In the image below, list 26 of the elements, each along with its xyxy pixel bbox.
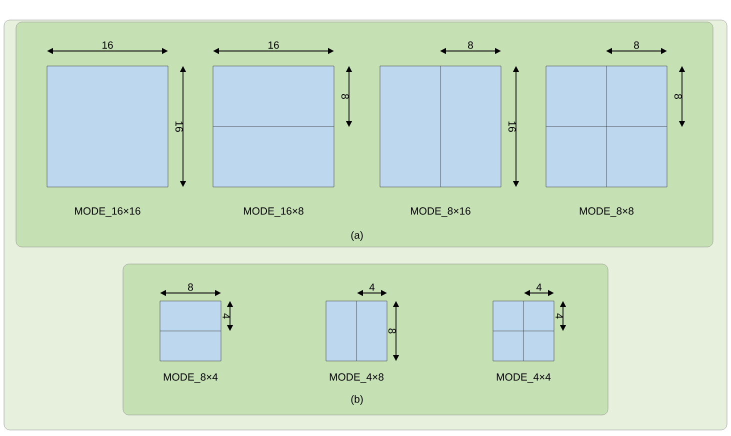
panel-caption: (b) (351, 395, 363, 405)
block-drawing (492, 300, 554, 362)
dimension-label: 16 (102, 41, 113, 49)
mode-label: MODE_8×4 (164, 373, 218, 383)
block-drawing (380, 66, 502, 188)
block-drawing (160, 300, 222, 362)
dimension-label: 16 (175, 121, 183, 132)
dimension-label: 8 (341, 94, 349, 99)
dimension-label: 8 (634, 41, 639, 49)
mode-label: MODE_16×8 (244, 207, 304, 217)
mode-label: MODE_16×16 (75, 207, 140, 217)
block-drawing (546, 66, 668, 188)
panel-caption: (a) (351, 231, 363, 241)
block-drawing (46, 66, 168, 188)
block-drawing (326, 300, 388, 362)
block-drawing (212, 66, 334, 188)
mode-label: MODE_4×4 (496, 373, 551, 383)
mode-label: MODE_8×16 (410, 207, 470, 217)
dimension-label: 4 (369, 284, 375, 291)
dimension-label: 16 (508, 121, 516, 132)
dimension-label: 8 (188, 283, 193, 291)
dimension-label: 16 (268, 41, 279, 49)
dimension-label: 8 (468, 41, 473, 49)
mode-label: MODE_8×8 (580, 207, 634, 217)
dimension-label: 4 (536, 284, 542, 291)
mode-label: MODE_4×8 (330, 373, 384, 383)
